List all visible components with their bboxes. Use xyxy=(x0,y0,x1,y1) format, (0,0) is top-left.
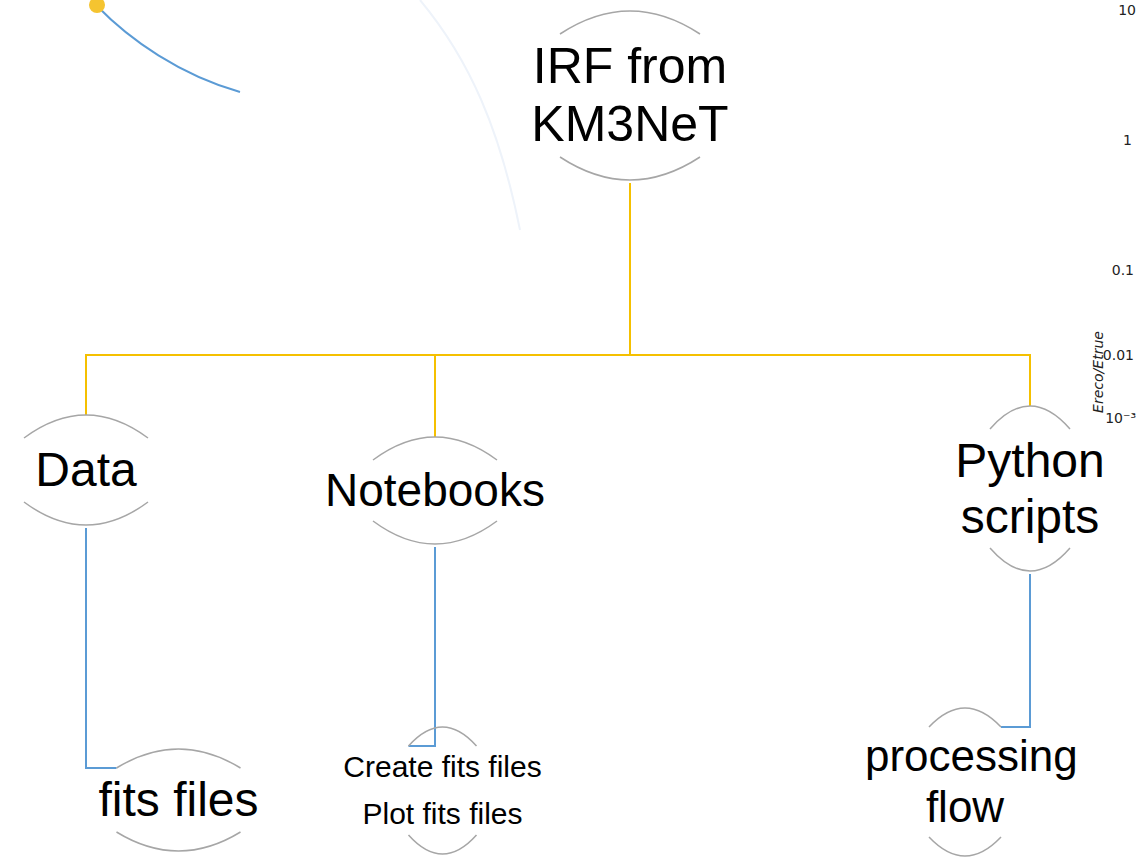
tree-connector xyxy=(435,183,630,437)
topic-text: fits files xyxy=(98,772,258,827)
tree-connector xyxy=(409,547,436,746)
tree-connector xyxy=(630,183,1030,406)
topic-outline xyxy=(935,403,1125,574)
leaf-topic: processing flow xyxy=(855,705,1075,859)
faint-curve xyxy=(420,0,520,230)
orbit-curve xyxy=(97,6,240,92)
topic-arc xyxy=(990,406,1070,571)
topic-text: IRF from KM3NeT xyxy=(510,38,750,153)
branch-topic: Notebooks xyxy=(315,434,555,547)
axis-tick-label: 0.1 xyxy=(1112,262,1134,278)
axis-tick-label: 10⁻³ xyxy=(1105,410,1136,426)
topic-outline xyxy=(333,724,552,857)
topic-arc xyxy=(24,415,148,525)
branch-topic: Data xyxy=(25,412,147,528)
axis-tick-label: 0.01 xyxy=(1103,347,1134,363)
axis-tick-label: 10 xyxy=(1118,2,1136,18)
tree-connector xyxy=(1001,574,1030,727)
topic-text: Data xyxy=(35,442,136,497)
axis-tick-label: 1 xyxy=(1123,132,1132,148)
topic-text: processing flow xyxy=(865,731,1065,832)
branch-topic: Python scripts xyxy=(935,403,1125,574)
leaf-topic: Create fits filesPlot fits files xyxy=(333,724,552,857)
topic-text: Python scripts xyxy=(945,433,1115,543)
topic-text: Notebooks xyxy=(325,464,545,517)
tree-connector xyxy=(86,183,630,415)
root-topic: IRF from KM3NeT xyxy=(500,8,760,183)
axis-title: Ereco/Etrue xyxy=(1090,331,1106,413)
tree-connector xyxy=(86,528,117,768)
leaf-topic: fits files xyxy=(88,746,269,854)
topic-text: Plot fits files xyxy=(362,797,522,832)
orbit-dot xyxy=(89,0,105,13)
topic-text: Create fits files xyxy=(343,750,541,785)
topic-arc xyxy=(409,727,477,854)
